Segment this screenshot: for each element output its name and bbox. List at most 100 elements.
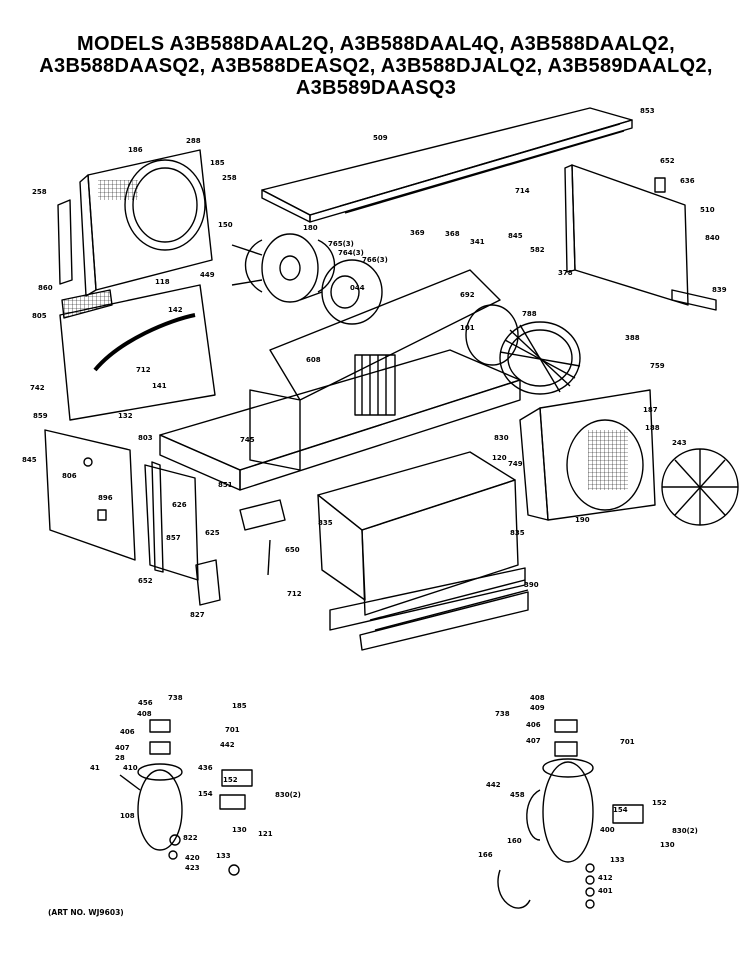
part-label: 738 [168, 694, 183, 702]
part-label: 701 [620, 738, 635, 746]
partition-panel [249, 269, 501, 471]
part-label: 121 [258, 830, 273, 838]
part-label: 369 [410, 229, 425, 237]
part-label: 185 [232, 702, 247, 710]
part-label: 152 [223, 776, 238, 784]
part-label: 766(3) [362, 256, 388, 264]
part-label: 410 [123, 764, 138, 772]
part-label: 742 [30, 384, 45, 392]
part-label: 764(3) [338, 249, 364, 257]
part-label: 510 [700, 206, 715, 214]
part-label: 141 [152, 382, 167, 390]
part-label: 745 [240, 436, 255, 444]
part-label: 749 [508, 460, 523, 468]
part-label: 830 [494, 434, 509, 442]
part-label: 190 [575, 516, 590, 524]
part-label: 845 [22, 456, 37, 464]
part-label: 243 [672, 439, 687, 447]
part-label: 788 [522, 310, 537, 318]
compressor-assembly-right [497, 719, 644, 909]
part-label: 130 [232, 826, 247, 834]
part-label: 152 [652, 799, 667, 807]
part-label: 044 [350, 284, 365, 292]
compressor-assembly-left [119, 719, 253, 876]
part-label: 859 [33, 412, 48, 420]
part-label: 188 [645, 424, 660, 432]
part-label: 701 [225, 726, 240, 734]
part-label: 118 [155, 278, 170, 286]
base-pan [159, 349, 521, 491]
part-label: 712 [136, 366, 151, 374]
part-label: 827 [190, 611, 205, 619]
part-label: 626 [172, 501, 187, 509]
part-label: 803 [138, 434, 153, 442]
part-label: 41 [90, 764, 100, 772]
part-label: 407 [115, 744, 130, 752]
part-label: 652 [660, 157, 675, 165]
part-label: 133 [216, 852, 231, 860]
part-label: 857 [166, 534, 181, 542]
part-label: 839 [712, 286, 727, 294]
mounting-plate [195, 559, 221, 606]
part-label: 154 [613, 806, 628, 814]
part-label: 408 [137, 710, 152, 718]
part-label: 806 [62, 472, 77, 480]
part-label: 738 [495, 710, 510, 718]
part-label: 406 [526, 721, 541, 729]
part-label: 714 [515, 187, 530, 195]
part-label: 120 [492, 454, 507, 462]
part-label: 186 [128, 146, 143, 154]
part-label: 608 [306, 356, 321, 364]
part-label: 896 [98, 494, 113, 502]
part-label: 401 [598, 887, 613, 895]
part-label: 692 [460, 291, 475, 299]
header-models-line-2: A3B588DAASQ2, A3B588DEASQ2, A3B588DJALQ2… [39, 55, 713, 77]
part-label: 765(3) [328, 240, 354, 248]
part-label: 652 [138, 577, 153, 585]
top-cover-part [261, 107, 633, 223]
side-bracket [144, 461, 199, 581]
part-label: 132 [118, 412, 133, 420]
part-label: 423 [185, 864, 200, 872]
condenser-coil-front-grille [317, 451, 529, 651]
part-label: 400 [600, 826, 615, 834]
part-label: 378 [558, 269, 573, 277]
part-label: 420 [185, 854, 200, 862]
part-label: 442 [486, 781, 501, 789]
part-label: 456 [138, 699, 153, 707]
part-label: 407 [526, 737, 541, 745]
part-label: 636 [680, 177, 695, 185]
right-side-panel [564, 164, 717, 311]
part-label: 160 [507, 837, 522, 845]
evaporator-coil [354, 354, 396, 416]
part-label: 853 [640, 107, 655, 115]
part-label: 650 [285, 546, 300, 554]
art-number-caption: (ART NO. WJ9603) [48, 908, 124, 917]
part-label: 625 [205, 529, 220, 537]
part-label: 830(2) [672, 827, 698, 835]
part-label: 258 [32, 188, 47, 196]
part-label: 368 [445, 230, 460, 238]
bulkhead-orifice [519, 389, 739, 526]
part-label: 288 [186, 137, 201, 145]
part-label: 458 [510, 791, 525, 799]
part-label: 449 [200, 271, 215, 279]
part-label: 436 [198, 764, 213, 772]
condenser-fan-blade [231, 233, 335, 303]
part-label: 406 [120, 728, 135, 736]
part-label: 759 [650, 362, 665, 370]
part-label: 130 [660, 841, 675, 849]
part-label: 442 [220, 741, 235, 749]
part-label: 409 [530, 704, 545, 712]
part-label: 805 [32, 312, 47, 320]
part-label: 835 [318, 519, 333, 527]
part-label: 822 [183, 834, 198, 842]
part-label: 851 [218, 481, 233, 489]
part-label: 150 [218, 221, 233, 229]
part-label: 142 [168, 306, 183, 314]
part-label: 180 [303, 224, 318, 232]
part-label: 582 [530, 246, 545, 254]
bracket-part [239, 499, 286, 531]
part-label: 101 [460, 324, 475, 332]
